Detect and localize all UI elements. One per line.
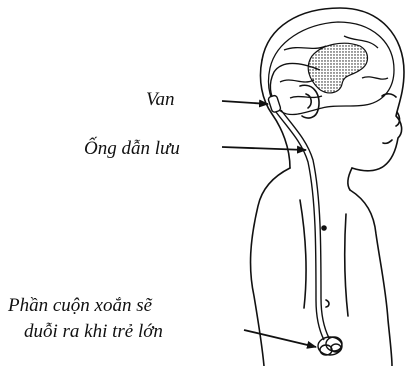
coil bbox=[318, 337, 342, 355]
drain-tube-outer bbox=[276, 112, 324, 340]
brain bbox=[269, 22, 395, 115]
arrow-coil bbox=[244, 330, 316, 347]
arm-outline bbox=[300, 200, 306, 308]
front-outline bbox=[350, 190, 392, 366]
arrow-drain-tube bbox=[222, 147, 306, 150]
arrow-valve bbox=[222, 101, 268, 104]
label-coil-line1: Phần cuộn xoắn sẽ bbox=[8, 295, 152, 317]
navel-mark bbox=[326, 300, 329, 307]
neck-front bbox=[348, 168, 352, 190]
label-valve: Van bbox=[146, 89, 175, 111]
nipple-mark bbox=[322, 226, 326, 230]
shunt-catheter bbox=[268, 64, 342, 356]
label-coil-line2: duỗi ra khi trẻ lớn bbox=[24, 321, 163, 343]
ventricle bbox=[308, 43, 367, 93]
mouth-icon bbox=[383, 140, 392, 143]
label-drain-tube: Ống dẫn lưu bbox=[84, 138, 180, 160]
